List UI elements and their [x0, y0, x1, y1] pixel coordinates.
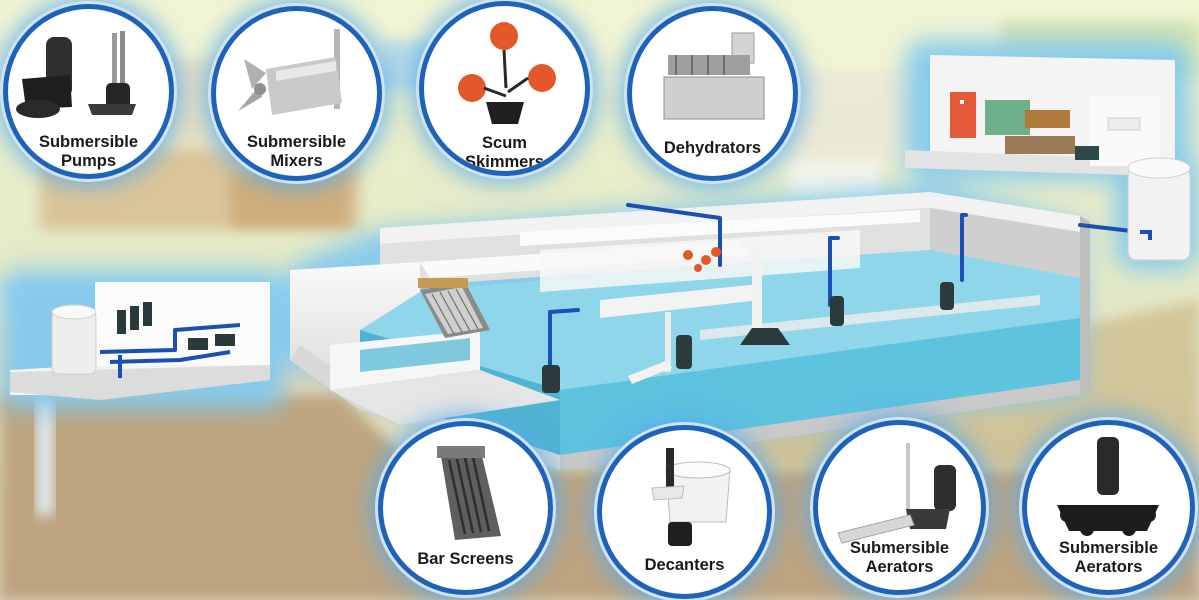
submersible-pump-icon — [16, 31, 136, 118]
dehydrator-icon — [663, 32, 765, 120]
submersible-aerator-icon — [837, 443, 956, 544]
scum-skimmer-icon — [458, 22, 556, 124]
bubble-bar-screens[interactable]: Bar Screens — [378, 421, 553, 595]
submersible-mixer-icon — [238, 29, 342, 115]
bubble-dehydrators[interactable]: Dehydrators — [627, 6, 798, 181]
bar-screen-icon — [437, 446, 501, 540]
label-bar-screens: Bar Screens — [417, 550, 514, 568]
label-decanters: Decanters — [644, 556, 725, 574]
bubble-decanters[interactable]: Decanters — [597, 425, 772, 599]
decanter-icon — [651, 448, 731, 546]
submersible-aerator-icon — [1057, 437, 1159, 536]
label-dehydrators: Dehydrators — [663, 139, 762, 157]
